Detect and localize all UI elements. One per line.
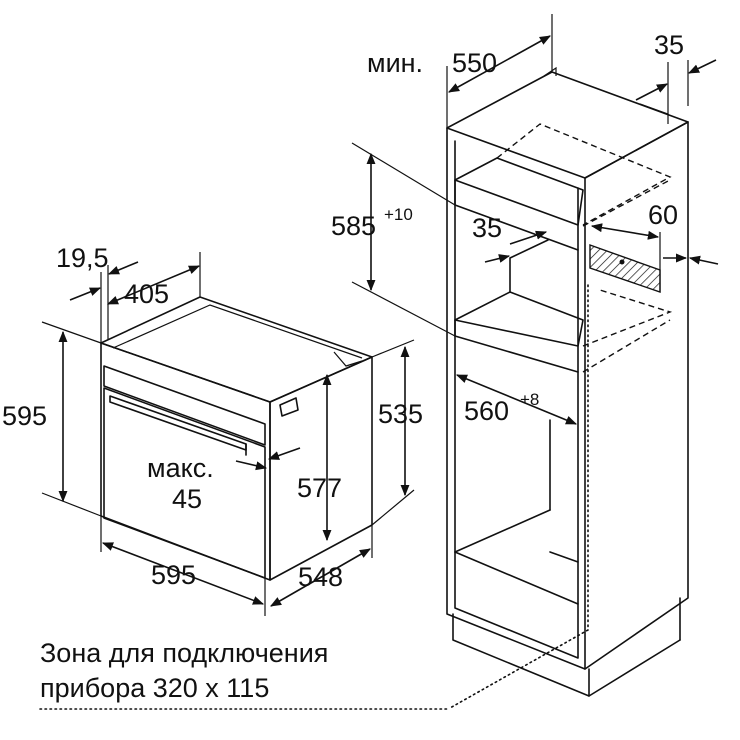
oven-back-step bbox=[333, 351, 363, 367]
ext-line bbox=[41, 321, 102, 344]
cabinet-side bbox=[584, 121, 689, 670]
dim-arrow-top-gap-b bbox=[687, 59, 717, 74]
oven-door bbox=[103, 387, 266, 579]
cabinet-upper-dashed bbox=[496, 123, 672, 226]
dim-label-niche-width: 560 bbox=[464, 396, 509, 426]
cabinet-niche-dashed-2 bbox=[582, 319, 671, 373]
dim-label-oven-height: 595 bbox=[2, 401, 47, 431]
oven-control-panel bbox=[103, 365, 266, 446]
ext-line bbox=[351, 142, 456, 206]
dim-label-top-gap: 35 bbox=[654, 30, 684, 60]
dim-arrow-top-gap-a bbox=[635, 83, 668, 101]
vent-screw bbox=[619, 259, 625, 265]
shelf-front bbox=[454, 204, 579, 251]
dim-arrow-inner-gap-b bbox=[484, 254, 511, 263]
dim-arrow-side-b bbox=[688, 255, 719, 265]
cabinet-dimensions: мин. 550 35 585 +10 35 60 560 +8 bbox=[331, 14, 719, 426]
oven-side-face bbox=[269, 356, 373, 581]
dim-arrow-cabinet-depth bbox=[448, 35, 551, 93]
cabinet-niche-dashed bbox=[582, 289, 673, 347]
cabinet-niche-floor bbox=[454, 291, 584, 347]
cabinet-drawing bbox=[39, 66, 689, 710]
cabinet-plinth-side bbox=[588, 639, 681, 697]
dim-arrow-niche-width bbox=[455, 374, 578, 425]
dim-label-inner-height: 577 bbox=[297, 473, 342, 503]
oven-side-bracket bbox=[279, 397, 299, 417]
dim-label-oven-depth: 548 bbox=[298, 562, 343, 592]
dim-label-oven-width: 595 bbox=[151, 560, 196, 590]
note-line-2: прибора 320 x 115 bbox=[40, 673, 269, 703]
dim-label-body-height: 535 bbox=[378, 399, 423, 429]
dim-arrow-405 bbox=[106, 265, 201, 305]
dim-arrow-oven-width bbox=[101, 542, 265, 605]
vent-hatch bbox=[589, 244, 661, 293]
ext-line bbox=[371, 339, 415, 358]
connection-zone-dotted bbox=[449, 284, 589, 709]
dim-label-niche-height-tol: +10 bbox=[384, 205, 413, 224]
lower-shelf-edge bbox=[549, 551, 579, 563]
niche-back bbox=[509, 239, 549, 293]
oven-handle bbox=[109, 395, 247, 451]
connection-note: Зона для подключения прибора 320 x 115 bbox=[40, 638, 328, 703]
floor-front bbox=[454, 335, 579, 373]
ext-line bbox=[371, 489, 415, 526]
dim-arrow-vent-depth bbox=[590, 223, 660, 240]
dim-label-min-prefix: мин. bbox=[367, 48, 423, 78]
dim-label-niche-width-tol: +8 bbox=[520, 390, 539, 409]
dim-arrow-oven-depth bbox=[270, 548, 371, 607]
ext-line bbox=[351, 281, 456, 337]
dim-label-handle-value: 45 bbox=[172, 484, 202, 514]
cabinet-notch-right bbox=[639, 103, 669, 124]
dim-arrow-inner-gap-a bbox=[509, 230, 548, 245]
cabinet-front-left bbox=[446, 127, 586, 670]
dim-label-inner-gap: 35 bbox=[472, 213, 502, 243]
oven-top-face bbox=[100, 296, 373, 403]
oven-dimensions: 19,5 405 595 535 577 макс. 45 595 548 bbox=[2, 243, 423, 616]
dim-arrow-handle-a bbox=[267, 447, 301, 460]
cabinet-upper-dashed-2 bbox=[582, 179, 671, 227]
cabinet-upper-shelf bbox=[454, 157, 584, 226]
dim-label-front-offset: 19,5 bbox=[56, 243, 109, 273]
lower-shelf-back bbox=[454, 509, 551, 553]
dim-label-vent-depth: 60 bbox=[648, 200, 678, 230]
oven-drawing bbox=[100, 296, 373, 581]
cabinet-top bbox=[446, 71, 689, 179]
lower-shelf-front bbox=[454, 551, 579, 605]
dim-arrow-195b bbox=[107, 261, 139, 275]
dim-arrow-handle-b bbox=[235, 460, 268, 471]
cabinet-inner-frame bbox=[454, 140, 579, 659]
dim-label-handle-prefix: макс. bbox=[147, 453, 214, 483]
dim-label-niche-height: 585 bbox=[331, 211, 376, 241]
dim-label-top-depth: 405 bbox=[124, 279, 169, 309]
ext-line bbox=[41, 492, 102, 517]
dim-arrow-195a bbox=[69, 287, 102, 301]
dim-label-cabinet-depth: 550 bbox=[452, 48, 497, 78]
note-line-1: Зона для подключения bbox=[40, 638, 328, 668]
oven-top-edge bbox=[112, 304, 363, 359]
